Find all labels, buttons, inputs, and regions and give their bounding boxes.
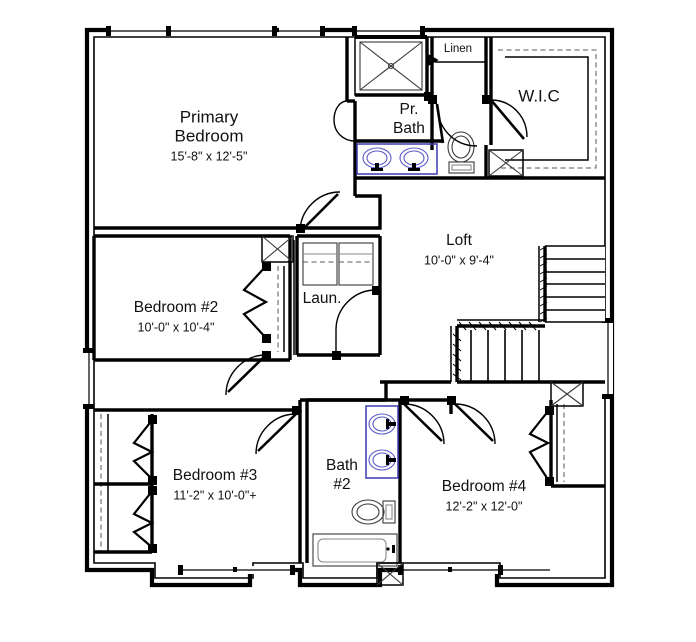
room-loft — [450, 245, 605, 384]
primary-bedroom-name-line1: Primary — [180, 107, 239, 126]
room-bath-2 — [305, 396, 445, 586]
primary-bedroom-door — [296, 191, 341, 233]
laundry-dryer — [338, 242, 374, 286]
windows-group — [83, 26, 613, 575]
bath2-sink-upper — [368, 413, 396, 435]
pr-bath-vanity — [356, 143, 438, 175]
bath-2-name-line1: Bath — [326, 457, 358, 474]
bedroom-2-name: Bedroom #2 — [134, 299, 218, 316]
label-linen-closet: Linen — [444, 43, 472, 55]
bedroom-3-name: Bedroom #3 — [173, 467, 257, 484]
bedroom-3-door — [255, 406, 301, 455]
room-bedroom-2 — [92, 234, 295, 396]
window-pr-bath-top — [352, 26, 425, 36]
linen-closet-name: Linen — [444, 43, 472, 55]
room-primary-bedroom — [94, 37, 382, 230]
linen-closet-door — [427, 53, 439, 67]
room-laundry — [295, 234, 382, 360]
label-walk-in-closet: W.I.C — [518, 86, 560, 105]
laundry-washer — [302, 242, 338, 286]
primary-bath-name-line1: Pr. — [400, 101, 419, 118]
label-primary-bedroom: Primary Bedroom 15'-8" x 12'-5" — [171, 107, 248, 163]
bedroom-2-closet-door — [242, 262, 271, 343]
bedroom-3-closet-door-lower — [132, 486, 157, 553]
wic-door — [490, 99, 528, 140]
exterior-walls — [84, 27, 615, 588]
window-bedroom-3-bottom — [178, 565, 295, 575]
bedroom-2-dimensions: 10'-0" x 10'-4" — [138, 320, 215, 334]
window-primary-bedroom-1 — [106, 26, 171, 36]
room-bedroom-4 — [407, 381, 605, 488]
room-primary-bath — [333, 35, 486, 180]
bedroom-4-closet — [549, 381, 605, 488]
pr-bath-toilet — [447, 131, 475, 174]
bedroom-4-dimensions: 12'-2" x 12'-0" — [446, 499, 523, 513]
label-primary-bath: Pr. Bath — [393, 101, 425, 137]
room-walk-in-closet — [484, 37, 605, 180]
label-bedroom-3: Bedroom #3 11'-2" x 10'-0"+ — [173, 467, 257, 502]
stairs-upper-run — [538, 245, 605, 323]
room-labels: Primary Bedroom 15'-8" x 12'-5" Pr. Bath… — [134, 43, 560, 513]
bath2-toilet — [351, 499, 396, 525]
bedroom-4-door — [447, 396, 496, 445]
bedroom-3-dimensions: 11'-2" x 10'-0"+ — [173, 488, 256, 502]
bath2-sinks — [365, 405, 399, 479]
bedroom-4-name: Bedroom #4 — [442, 478, 527, 495]
loft-name: Loft — [446, 232, 473, 249]
window-loft-right — [602, 318, 613, 399]
window-bedroom-4-bottom — [398, 565, 550, 575]
stairs-lower-run — [450, 319, 605, 384]
central-hall-walls — [298, 380, 451, 413]
bath-2-name-line2: #2 — [333, 476, 350, 493]
bath-2-door — [400, 396, 445, 445]
bedroom-4-closet-door — [528, 406, 554, 486]
room-bedroom-3 — [94, 406, 302, 563]
bath2-sink-lower — [368, 449, 396, 471]
bedroom-2-door — [225, 351, 271, 396]
primary-bath-name-line2: Bath — [393, 120, 425, 137]
primary-bedroom-name-line2: Bedroom — [175, 126, 244, 145]
walk-in-closet-name: W.I.C — [518, 86, 560, 105]
room-linen-closet — [427, 37, 491, 147]
label-laundry: Laun. — [303, 290, 342, 307]
label-bedroom-4: Bedroom #4 12'-2" x 12'-0" — [442, 478, 527, 513]
window-primary-bedroom-2 — [171, 26, 277, 36]
window-bedroom-2-left — [83, 348, 94, 409]
bedroom-2-closet — [261, 235, 295, 355]
hall-swing-door — [435, 103, 478, 147]
wic-shelf-cross — [488, 149, 524, 177]
label-bath-2: Bath #2 — [326, 457, 358, 493]
label-loft: Loft 10'-0" x 9'-4" — [424, 232, 494, 267]
laundry-name: Laun. — [303, 290, 342, 307]
primary-bedroom-dimensions: 15'-8" x 12'-5" — [171, 149, 248, 163]
label-bedroom-2: Bedroom #2 10'-0" x 10'-4" — [134, 299, 218, 334]
window-primary-bedroom-3 — [279, 26, 325, 36]
bath2-linen-cross — [376, 562, 404, 586]
loft-dimensions: 10'-0" x 9'-4" — [424, 253, 494, 267]
bath2-tub — [312, 533, 398, 567]
pr-bath-shower — [354, 35, 428, 96]
bedroom-3-closet-door-upper — [132, 415, 157, 485]
laundry-door — [332, 286, 381, 360]
